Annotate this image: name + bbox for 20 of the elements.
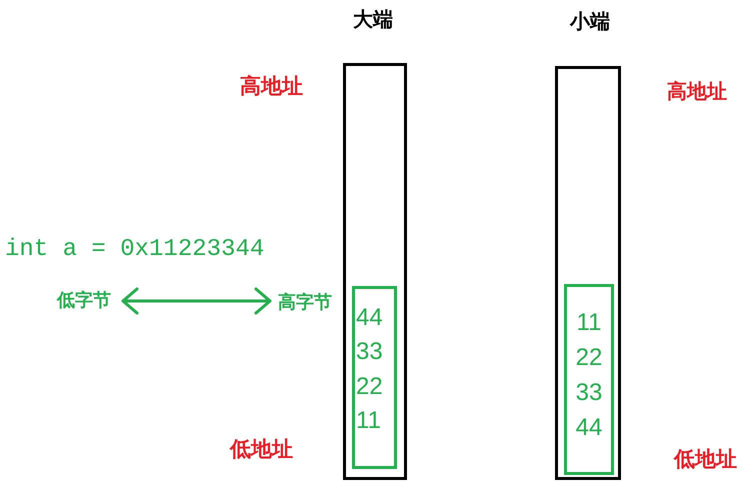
byte-value: 11 <box>576 308 602 338</box>
address-label: 低地址 <box>674 447 737 473</box>
byte-value: 11 <box>356 406 381 436</box>
byte-value: 44 <box>576 413 602 443</box>
byte-value: 33 <box>356 337 383 368</box>
column-heading: 小端 <box>570 10 610 34</box>
double-arrow <box>122 288 272 314</box>
byte-value: 22 <box>576 343 602 373</box>
column-heading: 大端 <box>353 8 393 32</box>
byte-label: 高字节 <box>278 290 332 314</box>
address-label: 低地址 <box>230 437 293 463</box>
byte-box <box>564 284 614 475</box>
byte-box <box>352 286 397 469</box>
byte-label: 低字节 <box>57 288 111 312</box>
address-label: 高地址 <box>240 74 303 100</box>
byte-value: 44 <box>356 303 383 333</box>
byte-value: 33 <box>576 378 602 408</box>
address-label: 高地址 <box>667 80 727 104</box>
code-text: int a = 0x11223344 <box>5 235 264 265</box>
byte-value: 22 <box>356 372 383 402</box>
